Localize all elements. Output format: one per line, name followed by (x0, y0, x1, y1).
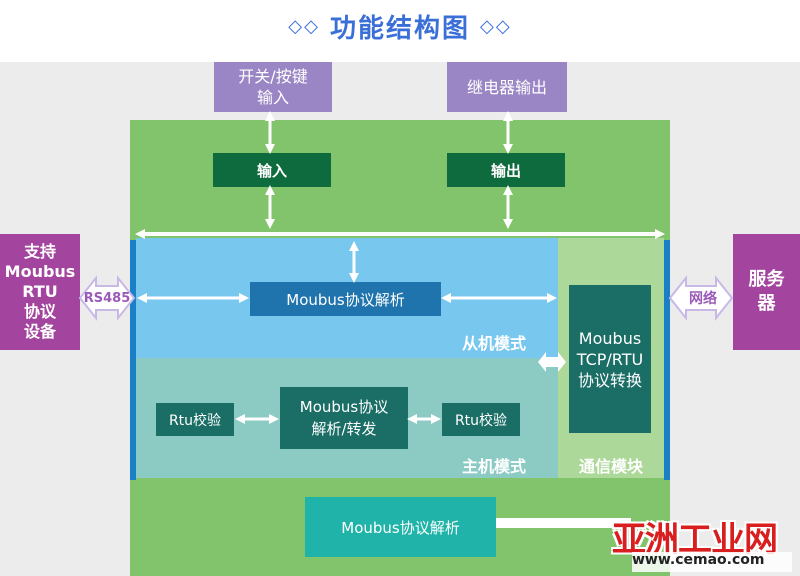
arrow-to-comm-module (538, 352, 566, 372)
left-device-box: 支持 Moubus RTU 协议 设备 (0, 234, 80, 350)
rs485-double-arrow (78, 275, 136, 321)
rtu-check-right-block: Rtu校验 (442, 403, 520, 436)
moubus-parse-forward-block: Moubus协议 解析/转发 (280, 387, 408, 449)
left-blue-strip (130, 240, 136, 480)
moubus-parse-bottom-block: Moubus协议解析 (305, 497, 496, 557)
network-label: 网络 (689, 291, 717, 307)
rs485-label: RS485 (83, 290, 131, 306)
title-bar: ◇◇ 功能结构图 ◇◇ (0, 0, 800, 52)
switch-input-box: 开关/按键 输入 (214, 62, 332, 112)
output-block: 输出 (447, 153, 565, 187)
network-double-arrow (668, 275, 734, 321)
input-block: 输入 (213, 153, 331, 187)
watermark-site: www.cemao.com (632, 552, 792, 572)
tcp-rtu-convert-block: Moubus TCP/RTU 协议转换 (569, 285, 651, 433)
comm-module-label: 通信模块 (578, 457, 643, 476)
server-box: 服务 器 (733, 234, 800, 350)
relay-output-box: 继电器输出 (447, 62, 567, 112)
moubus-parse-top-block: Moubus协议解析 (250, 282, 441, 316)
master-mode-label: 主机模式 (462, 457, 527, 476)
diamond-ornament-right-icon: ◇◇ (480, 15, 512, 37)
right-blue-strip (664, 240, 670, 480)
slave-mode-label: 从机模式 (462, 334, 527, 353)
rtu-check-left-block: Rtu校验 (156, 403, 234, 436)
watermark-brand: 亚洲工业网 (612, 520, 778, 560)
diamond-ornament-left-icon: ◇◇ (288, 15, 320, 37)
bottom-output-line (496, 518, 631, 528)
page-title: 功能结构图 (329, 13, 470, 44)
